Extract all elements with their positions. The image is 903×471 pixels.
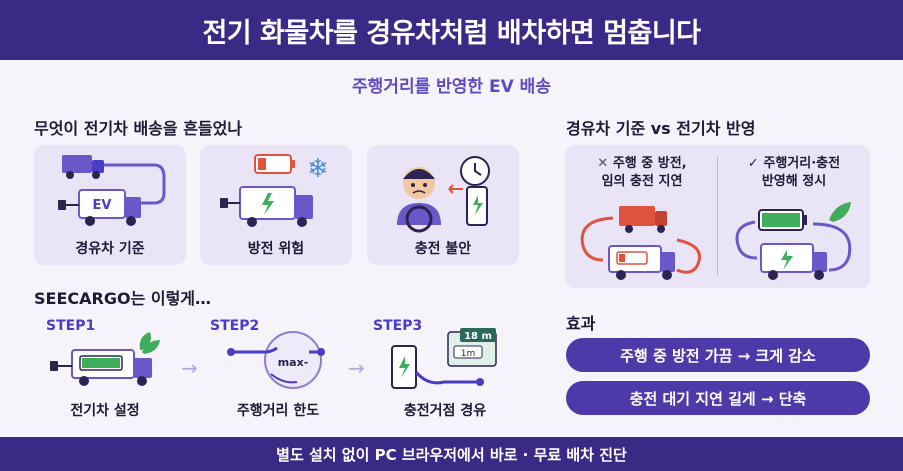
problem-card-label: 방전 위험 [247, 241, 305, 257]
problem-card-label: 충전 불안 [414, 241, 472, 257]
comparison-title: 경유차 기준 vs 전기차 반영 [566, 119, 756, 138]
comparison-left-line2: 임의 충전 지연 [601, 174, 683, 189]
step-2-label: STEP2 [210, 318, 260, 334]
ev-truck-route-illustration: EV [58, 155, 166, 226]
problem-card-label: 경유차 기준 [75, 241, 145, 257]
effects-title: 효과 [566, 314, 596, 333]
ev-battery-truck-icon [50, 332, 160, 386]
effect-item: 충전 대기 지연 길게 → 단축 [566, 381, 870, 415]
range-limit-dial-icon: max- [227, 331, 325, 389]
problems-title: 무엇이 전기차 배송을 흔들었나 [34, 119, 243, 138]
page-title: 전기 화물차를 경유차처럼 배차하면 멈춥니다 [202, 17, 701, 49]
diesel-route-delay-illustration [580, 206, 701, 280]
ev-truck-text: EV [93, 198, 112, 213]
low-battery-truck-illustration: ❄ [220, 154, 329, 227]
arrow-right-icon: → [181, 356, 198, 380]
comparison-right-heading: ✓ 주행거리·충전 반영해 정시 [721, 155, 867, 191]
comparison-box: ✕ 주행 중 방전, 임의 충전 지연 ✓ 주행거리·충전 반영해 정시 [565, 145, 870, 288]
arrow-right-icon: → [348, 356, 365, 380]
step-1-label: STEP1 [46, 318, 96, 334]
ev-route-ontime-illustration [735, 202, 852, 280]
comparison-right-line2: 반영해 정시 [761, 174, 827, 189]
map-distance-text-2: 1m [461, 349, 476, 359]
comparison-right-line1: 주행거리·충전 [763, 156, 841, 171]
solution-title: SEECARGO는 이렇게… [34, 289, 212, 308]
step-1-name: 전기차 설정 [70, 403, 140, 419]
step-3-label: STEP3 [373, 318, 423, 334]
comparison-left-line1: 주행 중 방전, [612, 156, 687, 171]
problem-card-charging: 충전 불안 [367, 145, 519, 265]
snowflake-icon: ❄ [307, 154, 329, 184]
comparison-left-heading: ✕ 주행 중 방전, 임의 충전 지연 [569, 155, 715, 191]
footer-banner: 별도 설치 없이 PC 브라우저에서 바로 · 무료 배차 진단 [0, 437, 903, 471]
cross-icon: ✕ [597, 156, 609, 171]
header-banner: 전기 화물차를 경유차처럼 배차하면 멈춥니다 [0, 0, 903, 60]
problem-card-diesel: EV 경유차 기준 [34, 145, 186, 265]
check-icon: ✓ [747, 156, 759, 171]
footer-text: 별도 설치 없이 PC 브라우저에서 바로 · 무료 배차 진단 [276, 445, 627, 464]
dial-text: max- [278, 356, 309, 369]
problem-card-battery: ❄ 방전 위험 [200, 145, 352, 265]
step-2-name: 주행거리 한도 [236, 403, 320, 419]
map-distance-text-1: 18 m [464, 331, 492, 342]
page-subtitle: 주행거리를 반영한 EV 배송 [352, 77, 551, 97]
step-3-name: 충전거점 경유 [403, 403, 487, 419]
effect-item: 주행 중 방전 가끔 → 크게 감소 [566, 338, 870, 372]
comparison-divider [717, 157, 718, 275]
charging-station-route-icon: 18 m 1m [391, 328, 497, 389]
anxious-driver-illustration [397, 156, 490, 233]
